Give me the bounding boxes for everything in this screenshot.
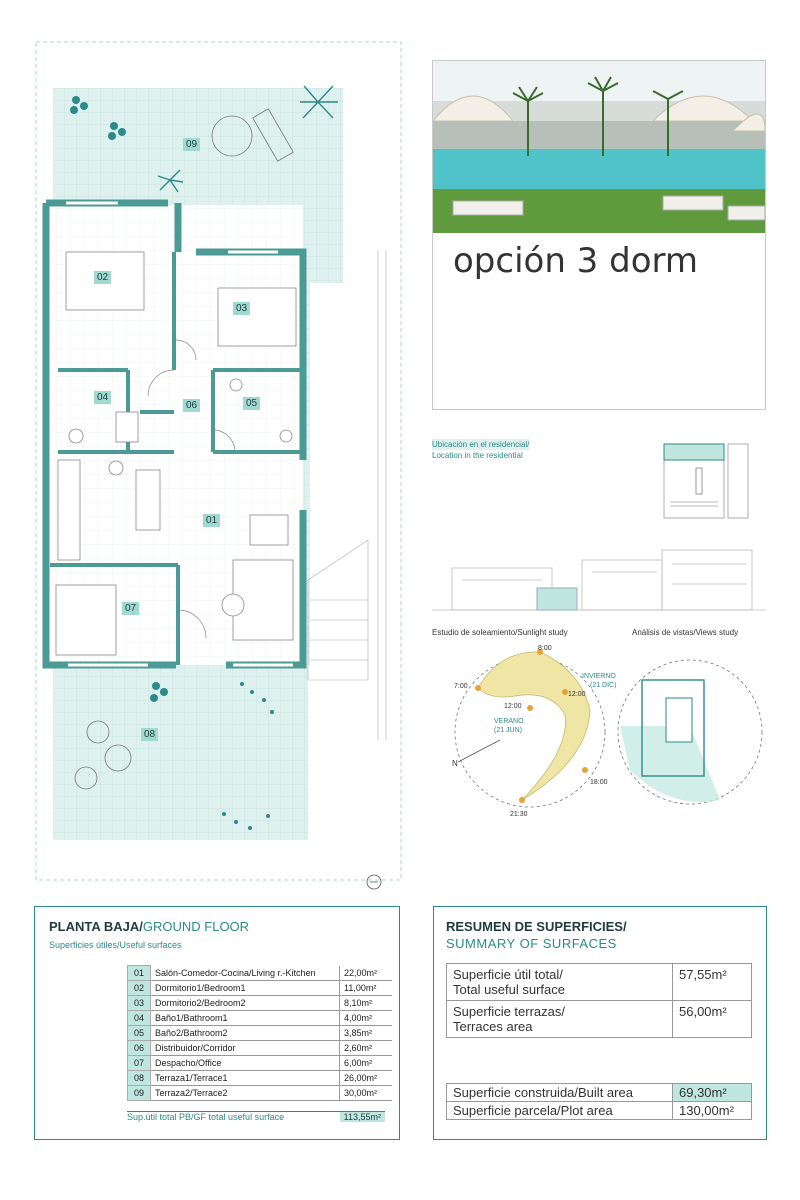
ground-floor-title-a: PLANTA BAJA/	[49, 919, 143, 934]
terraces-label-b: Terraces area	[453, 1019, 533, 1034]
render-panel: opción 3 dorm	[431, 60, 766, 410]
row-number: 09	[127, 1085, 151, 1101]
sun-label-7: 7:00	[454, 683, 468, 690]
summary-table-areas: Superficie construida/Built area 69,30m²…	[446, 1083, 752, 1120]
useful-label-b: Total useful surface	[453, 982, 566, 997]
room-tag-08: 08	[141, 728, 159, 741]
built-value: 69,30m²	[672, 1083, 752, 1102]
room-tag-05: 05	[243, 397, 261, 410]
location-map	[663, 443, 749, 519]
row-name: Baño2/Bathroom2	[150, 1025, 340, 1041]
terraces-value: 56,00m²	[672, 1000, 752, 1038]
row-area: 30,00m²	[339, 1085, 392, 1101]
sun-label-12a: 12:00	[568, 691, 586, 698]
sun-label-18: 18:00	[590, 779, 608, 786]
row-name: Dormitorio1/Bedroom1	[150, 980, 340, 996]
row-number: 05	[127, 1025, 151, 1041]
ground-floor-total-label: Sup.útil total PB/GF total useful surfac…	[127, 1112, 285, 1122]
room-tag-02: 02	[94, 271, 112, 284]
sun-label-jun: (21 JUN)	[494, 727, 522, 734]
resort-render-image	[431, 61, 766, 233]
summary-row-plot: Superficie parcela/Plot area 130,00m²	[446, 1101, 752, 1120]
row-area: 4,00m²	[339, 1010, 392, 1026]
room-tag-07: 07	[122, 602, 140, 615]
terraces-label-a: Superficie terrazas/	[453, 1004, 565, 1019]
ground-floor-subtitle: Superficies útiles/Useful surfaces	[49, 940, 182, 950]
room-tag-09: 09	[183, 138, 201, 151]
row-number: 03	[127, 995, 151, 1011]
summary-row-built: Superficie construida/Built area 69,30m²	[446, 1083, 752, 1102]
summary-title-a: RESUMEN DE SUPERFICIES/	[446, 919, 627, 934]
row-name: Dormitorio2/Bedroom2	[150, 995, 340, 1011]
row-number: 07	[127, 1055, 151, 1071]
floor-plan-drawing	[35, 41, 402, 890]
useful-value: 57,55m²	[672, 963, 752, 1001]
row-name: Salón-Comedor-Cocina/Living r.-Kitchen	[150, 965, 340, 981]
ground-floor-total: Sup.útil total PB/GF total useful surfac…	[127, 1111, 385, 1126]
sun-label-n: N	[452, 759, 458, 768]
sun-label-12b: 12:00	[504, 703, 522, 710]
views-study-diagram	[617, 659, 763, 805]
sunlight-study-diagram: 8:00 7:00 INVIERNO (21 DIC) 12:00 12:00 …	[452, 645, 616, 818]
location-caption-en: Location in the residential	[432, 451, 523, 460]
row-area: 11,00m²	[339, 980, 392, 996]
ground-floor-title-b: GROUND FLOOR	[142, 919, 250, 934]
plot-value: 130,00m²	[672, 1101, 752, 1120]
summary-table-main: Superficie útil total/Total useful surfa…	[446, 963, 752, 1038]
option-title: opción 3 dorm	[453, 241, 699, 281]
sunlight-caption: Estudio de soleamiento/Sunlight study	[432, 628, 568, 637]
location-caption: Ubicación en el residencial/ Location in…	[432, 439, 530, 461]
row-area: 3,85m²	[339, 1025, 392, 1041]
row-name: Baño1/Bathroom1	[150, 1010, 340, 1026]
ground-floor-panel: PLANTA BAJA/GROUND FLOOR Superficies úti…	[34, 906, 400, 1140]
row-number: 02	[127, 980, 151, 996]
summary-panel: RESUMEN DE SUPERFICIES/ SUMMARY OF SURFA…	[433, 906, 767, 1140]
room-tag-01: 01	[203, 514, 221, 527]
row-number: 06	[127, 1040, 151, 1056]
location-caption-es: Ubicación en el residencial/	[432, 439, 530, 450]
summary-title-b: SUMMARY OF SURFACES	[446, 936, 617, 951]
row-area: 6,00m²	[339, 1055, 392, 1071]
row-area: 22,00m²	[339, 965, 392, 981]
summary-row-terraces: Superficie terrazas/Terraces area 56,00m…	[446, 1000, 752, 1038]
built-label: Superficie construida/Built area	[446, 1083, 673, 1102]
row-name: Terraza1/Terrace1	[150, 1070, 340, 1086]
row-number: 08	[127, 1070, 151, 1086]
elevation-drawing	[432, 549, 766, 611]
row-area: 2,60m²	[339, 1040, 392, 1056]
views-caption: Análisis de vistas/Views study	[632, 628, 739, 637]
sun-label-8: 8:00	[538, 645, 552, 652]
ground-floor-total-value: 113,55m²	[339, 1112, 385, 1122]
sun-label-2130: 21:30	[510, 811, 528, 818]
room-tag-03: 03	[233, 302, 251, 315]
sun-label-dic: (21 DIC)	[590, 682, 616, 689]
summary-row-useful: Superficie útil total/Total useful surfa…	[446, 963, 752, 1001]
row-name: Distribuidor/Corridor	[150, 1040, 340, 1056]
room-tag-04: 04	[94, 391, 112, 404]
sun-label-invierno: INVIERNO	[582, 673, 616, 680]
row-number: 04	[127, 1010, 151, 1026]
room-tag-06: 06	[183, 399, 201, 412]
row-number: 01	[127, 965, 151, 981]
row-area: 26,00m²	[339, 1070, 392, 1086]
useful-label-a: Superficie útil total/	[453, 967, 563, 982]
row-area: 8,10m²	[339, 995, 392, 1011]
row-name: Terraza2/Terrace2	[150, 1085, 340, 1101]
sun-label-verano: VERANO	[494, 718, 524, 725]
ground-floor-title: PLANTA BAJA/GROUND FLOOR	[49, 919, 249, 934]
plot-label: Superficie parcela/Plot area	[446, 1101, 673, 1120]
floor-plan: 09 02 03 04 06 05 01 07 08	[28, 40, 418, 890]
row-name: Despacho/Office	[150, 1055, 340, 1071]
